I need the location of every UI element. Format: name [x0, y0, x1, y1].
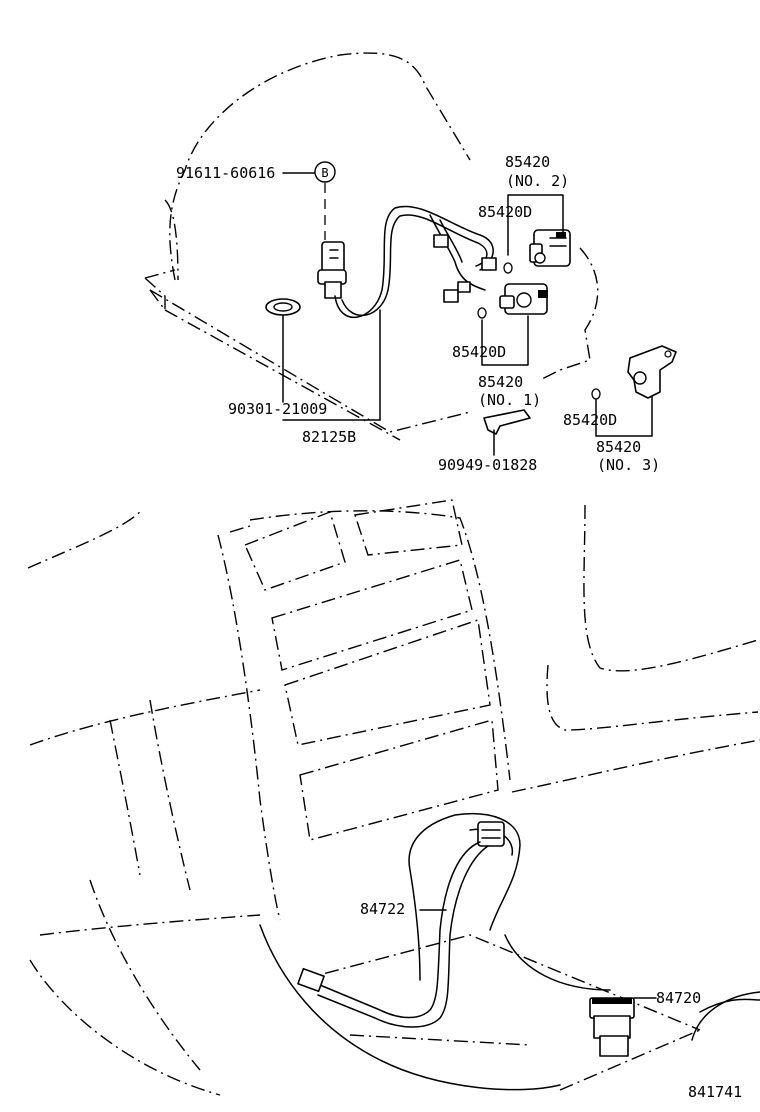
solenoid-no2-part	[503, 229, 571, 274]
solenoid-no2-label: 85420	[505, 153, 550, 171]
bolt-callout: 91611-60616 B	[176, 161, 336, 240]
bolt-marker-label: B	[321, 166, 328, 180]
solenoid-no1-part	[477, 283, 548, 319]
solenoid-no3-sub-label: (NO. 3)	[597, 456, 660, 474]
gasket-part	[265, 298, 301, 403]
shift-wire-label: 84722	[360, 900, 405, 918]
switch-part: 84720	[589, 989, 701, 1057]
gasket-harness-callouts: 90301-21009 82125B	[228, 400, 381, 446]
gasket-label: 90301-21009	[228, 400, 327, 418]
solenoid-no1-sub-label: (NO. 1)	[478, 391, 541, 409]
solenoid-no2-callout: 85420 (NO. 2) 85420D	[478, 153, 569, 256]
solenoid-no3-item-label: 85420D	[563, 411, 617, 429]
wire-harness-label: 82125B	[302, 428, 356, 446]
solenoid-no1-callout: 85420D 85420 (NO. 1)	[452, 315, 541, 409]
clamp-part: 90949-01828	[438, 409, 537, 474]
solenoid-no2-sub-label: (NO. 2)	[506, 172, 569, 190]
bolt-marker-circle	[314, 161, 336, 183]
wire-harness-part	[334, 205, 497, 421]
sensor-part	[317, 241, 347, 299]
solenoid-no3-label: 85420	[596, 438, 641, 456]
bolt-label: 91611-60616	[176, 164, 275, 182]
shift-wire-part: 84722	[297, 821, 505, 1028]
shift-lever-part	[259, 813, 760, 1091]
solenoid-no2-item-label: 85420D	[478, 203, 532, 221]
solenoid-no3-callout: 85420D 85420 (NO. 3)	[563, 395, 660, 474]
solenoid-no1-item-label: 85420D	[452, 343, 506, 361]
solenoid-no3-part	[591, 345, 677, 400]
solenoid-no1-label: 85420	[478, 373, 523, 391]
drawing-number: 841741	[688, 1083, 742, 1101]
switch-label: 84720	[656, 989, 701, 1007]
center-console-outline	[27, 499, 760, 1096]
clamp-label: 90949-01828	[438, 456, 537, 474]
